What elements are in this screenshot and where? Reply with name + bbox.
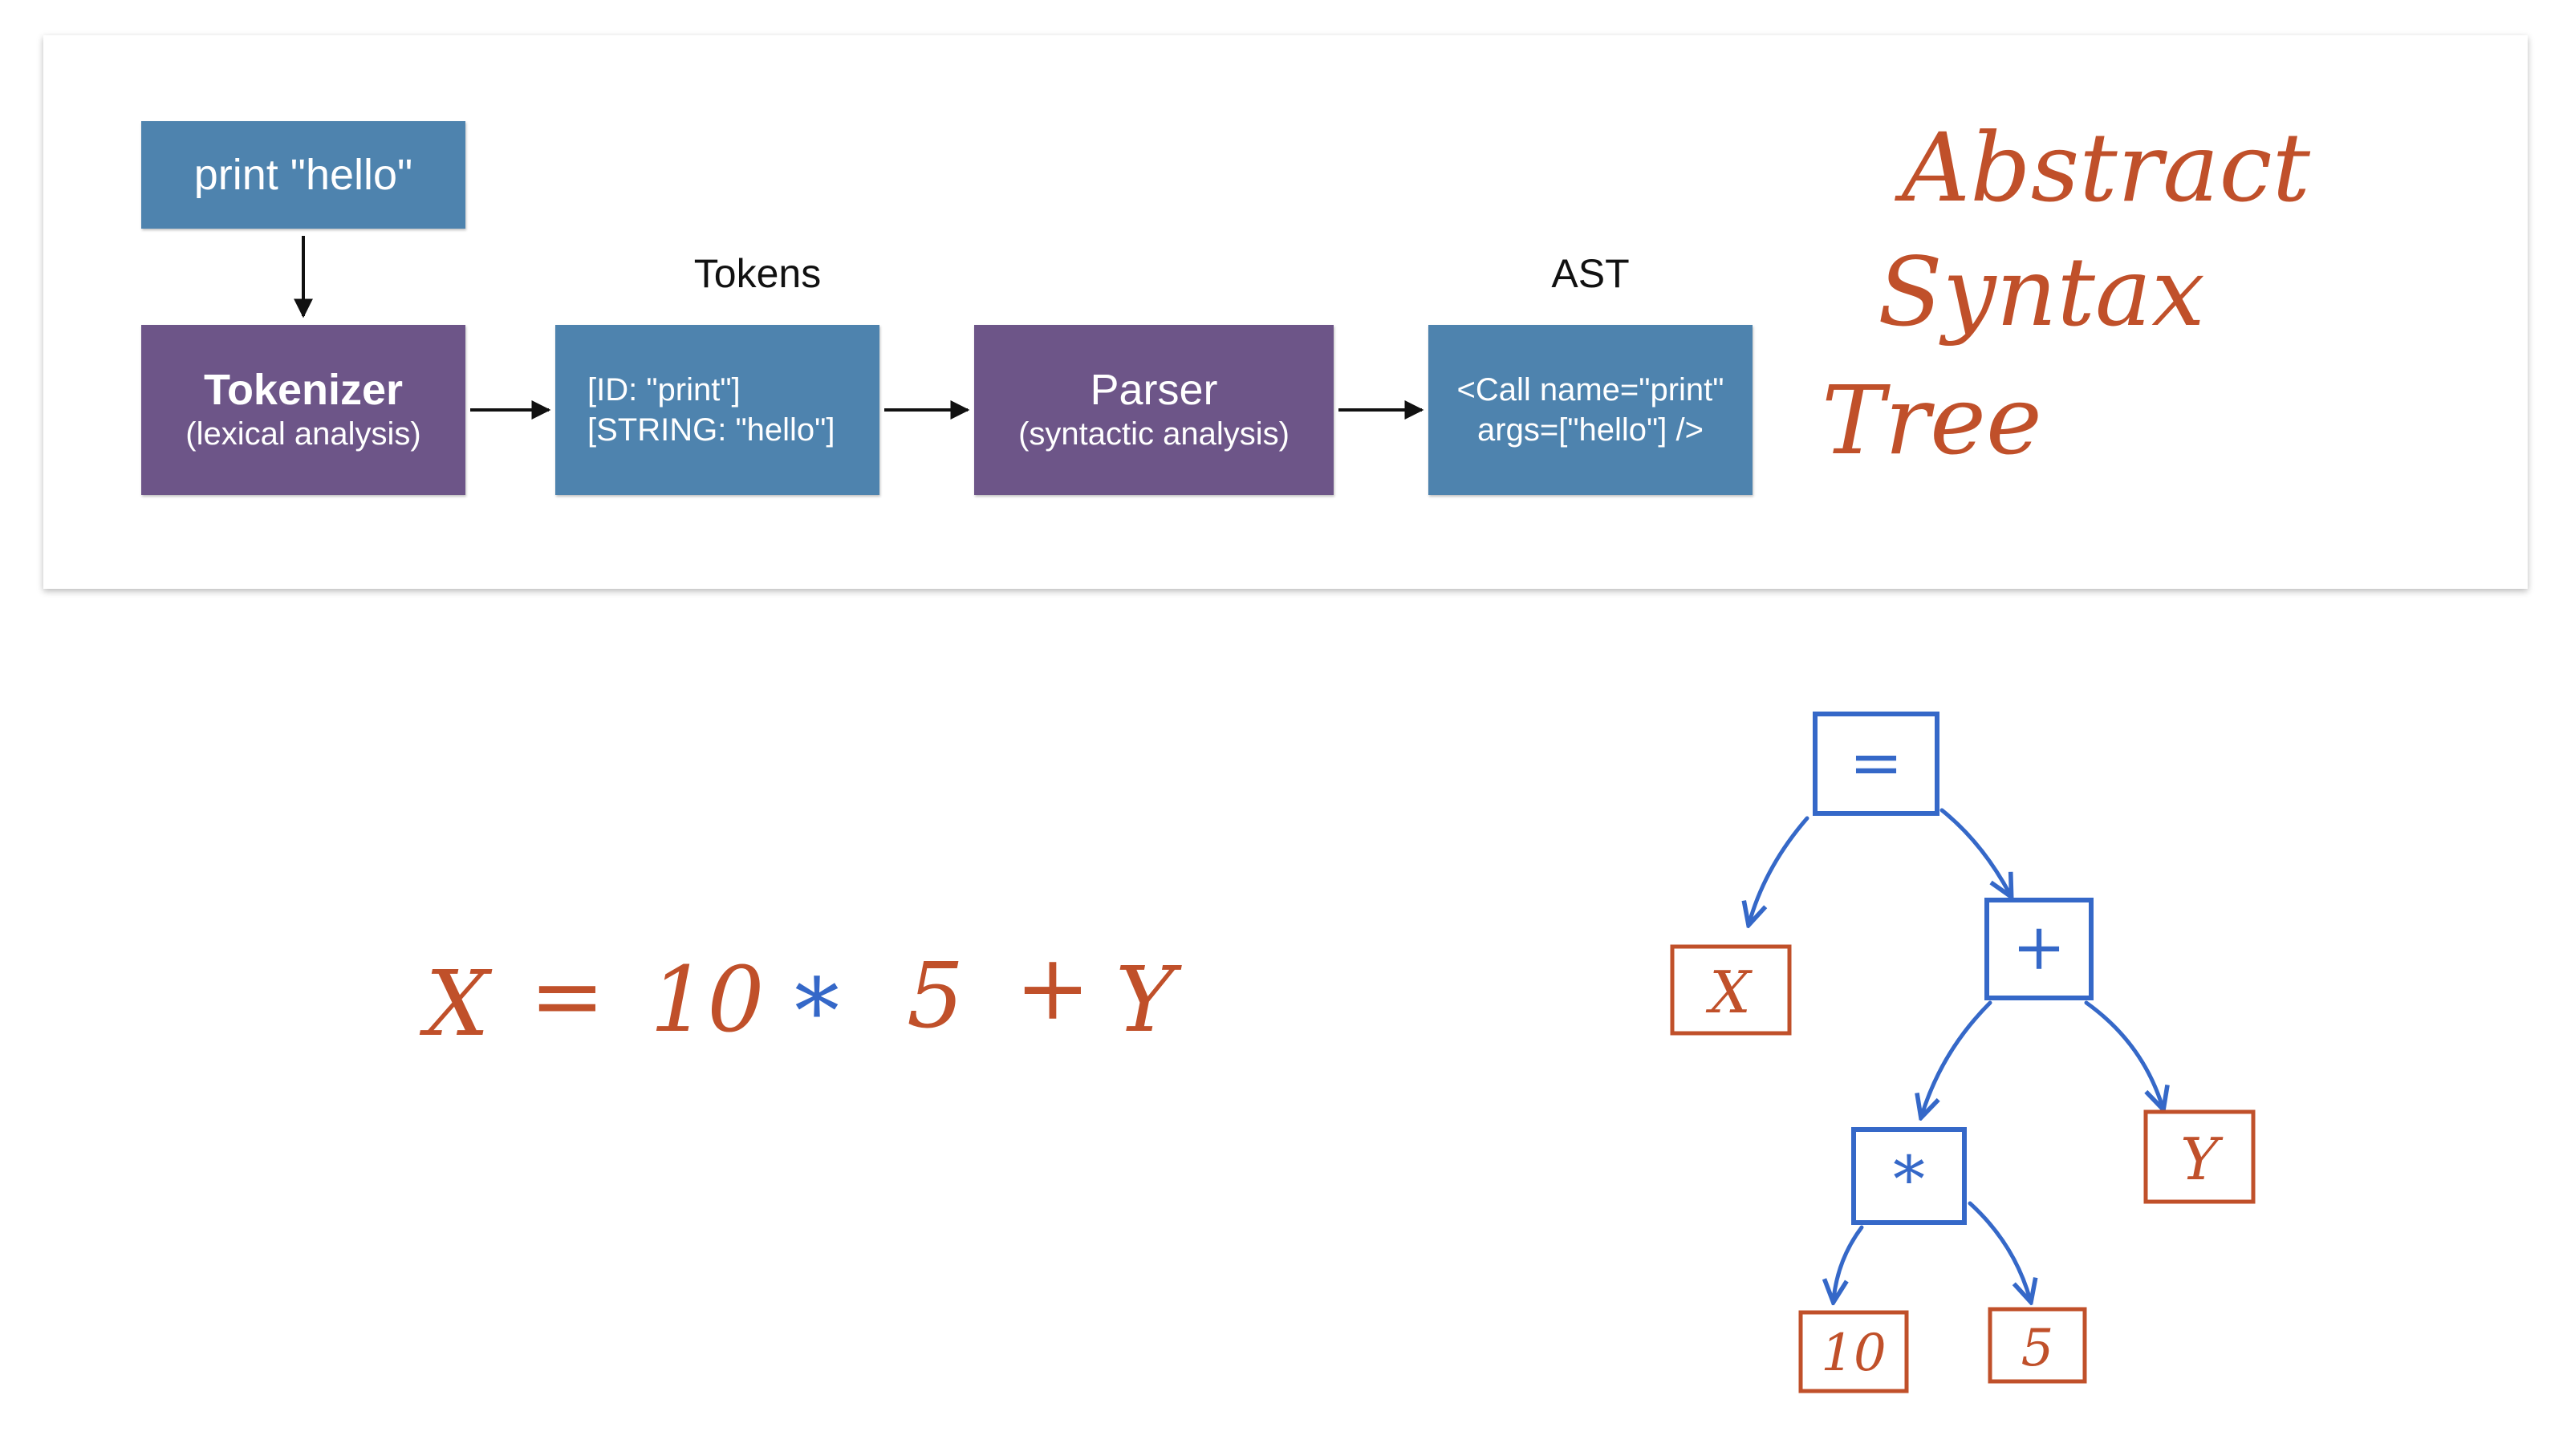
parser-subtitle: (syntactic analysis)	[1018, 416, 1290, 452]
handwritten-title-abstract: Abstract	[1895, 112, 2311, 223]
tokenizer-subtitle: (lexical analysis)	[185, 416, 421, 452]
tree-node-5-box	[1988, 1307, 2087, 1384]
handwritten-title-syntax: Syntax	[1878, 237, 2205, 347]
tree-node-10-box	[1798, 1310, 1909, 1393]
tree-node-10-label: 10	[1821, 1324, 1886, 1383]
tokenizer-box: Tokenizer (lexical analysis)	[141, 325, 465, 495]
edge-plus-to-y	[2084, 1000, 2163, 1107]
edge-times-to-5	[1968, 1201, 2030, 1300]
expr-x: X	[419, 952, 493, 1057]
pipeline-card: print "hello" Tokenizer (lexical analysi…	[43, 35, 2528, 589]
ast-line-2: args=["hello"] />	[1477, 412, 1704, 448]
tree-node-eq-label: =	[1849, 725, 1903, 800]
tree-node-plus-label: +	[2012, 910, 2065, 984]
handwritten-title-tree: Tree	[1822, 365, 2042, 476]
parser-box: Parser (syntactic analysis)	[974, 325, 1334, 495]
tokenizer-title: Tokenizer	[203, 366, 404, 414]
expr-5: 5	[907, 944, 964, 1048]
tree-node-y-label: Y	[2180, 1125, 2224, 1193]
edge-times-to-10	[1834, 1225, 1864, 1300]
source-code-text: print "hello"	[193, 151, 413, 199]
ast-box: <Call name="print" args=["hello"] />	[1428, 325, 1753, 495]
ast-line-1: <Call name="print"	[1456, 372, 1724, 408]
expr-plus: +	[1015, 936, 1091, 1040]
edge-plus-to-times	[1922, 1000, 1992, 1115]
tree-node-x-label: X	[1705, 959, 1753, 1026]
tree-node-eq-box	[1813, 712, 1939, 816]
parser-title: Parser	[1090, 366, 1218, 414]
expr-10: 10	[650, 948, 765, 1052]
tree-node-y-box	[2143, 1109, 2256, 1204]
pipeline-arrows	[294, 236, 1424, 420]
tokens-label: Tokens	[693, 251, 822, 296]
tree-node-5-label: 5	[2021, 1319, 2054, 1378]
expr-times: *	[794, 960, 839, 1065]
tree-node-x-box	[1670, 944, 1792, 1036]
ast-label: AST	[1551, 251, 1630, 296]
expr-y: Y	[1115, 948, 1182, 1052]
source-code-box: print "hello"	[141, 121, 465, 229]
expr-equals: =	[530, 944, 605, 1048]
edge-eq-to-x	[1749, 816, 1809, 923]
tree-node-times-box	[1851, 1127, 1967, 1225]
tokens-line-1: [ID: "print"]	[587, 372, 741, 408]
edge-eq-to-plus	[1939, 808, 2010, 894]
tokens-box: [ID: "print"] [STRING: "hello"]	[555, 325, 879, 495]
tree-node-plus-box	[1984, 898, 2094, 1000]
tree-node-times-label: *	[1893, 1142, 1925, 1217]
tokens-line-2: [STRING: "hello"]	[587, 412, 835, 448]
